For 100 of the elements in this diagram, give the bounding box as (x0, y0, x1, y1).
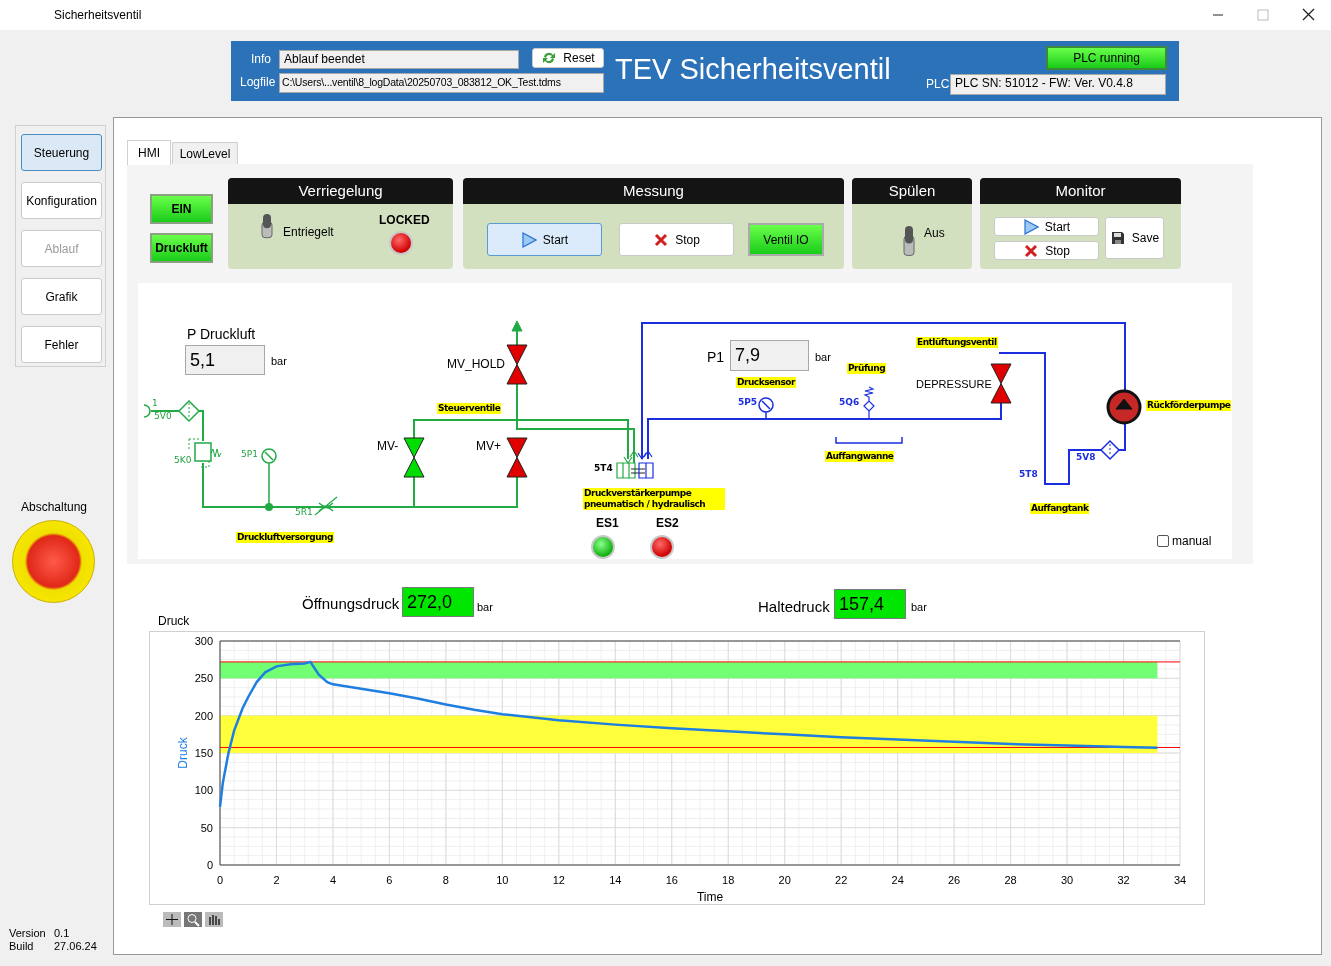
control-panel (980, 178, 1181, 269)
axis-tick-label: 200 (194, 709, 213, 722)
save-button: Save (1105, 217, 1164, 259)
version-label: 27.06.24 (54, 940, 97, 952)
tab: LowLevel (172, 142, 238, 164)
component-tag: 5R1 (295, 507, 313, 517)
unit-label: bar (815, 351, 831, 363)
indicator-light (389, 231, 413, 255)
unit-label: bar (911, 601, 927, 613)
axis-tick-label: 6 (386, 874, 393, 886)
reset-button: Reset (532, 48, 604, 68)
schematic-panel (138, 283, 1232, 559)
tab: HMI (127, 140, 171, 165)
axis-tick-label: 24 (891, 874, 904, 886)
value-field: 5,1 (185, 345, 265, 375)
toggle-switch (259, 213, 275, 239)
component-tag: 5P5 (738, 397, 758, 407)
component-tag: 1 (152, 398, 158, 408)
field-label: LOCKED (379, 213, 430, 227)
field-label: ES2 (656, 516, 679, 530)
status-indicator: Ventil IO (748, 223, 824, 256)
window-title: Sicherheitsventil (54, 8, 142, 22)
info-field: Ablauf beendet (279, 50, 519, 69)
component-caption: Auffangtank (1030, 503, 1090, 514)
status-indicator: PLC running (1046, 46, 1167, 70)
field-label: PLC (926, 77, 950, 91)
logfile-field: C:\Users\...ventil\8_logData\20250703_083812_OK_Test.tdms (279, 73, 604, 93)
axis-tick-label: 26 (948, 874, 961, 886)
axis-tick-label: 20 (778, 874, 791, 886)
nav-panel (15, 125, 106, 367)
axis-tick-label: 50 (200, 821, 213, 834)
component-caption: Prüfung (847, 363, 887, 374)
component-label: MV- (377, 439, 399, 453)
panel-header: Monitor (980, 178, 1181, 204)
indicator-light (650, 535, 674, 559)
app-title: TEV Sicherheitsventil (615, 53, 891, 86)
axis-tick-label: 30 (1060, 874, 1074, 886)
axis-tick-label: 150 (194, 747, 213, 759)
axis-tick-label: 14 (609, 874, 622, 886)
component-tag: 5V0 (154, 411, 172, 421)
component-caption: Druckluftversorgung (236, 532, 334, 543)
component-label: MV_HOLD (447, 357, 505, 371)
component-caption: Rückförderpumpe (1146, 400, 1232, 411)
component-tag: 5P1 (241, 449, 258, 459)
field-label: Haltedruck (758, 598, 830, 615)
component-tag: 5K0 (174, 455, 192, 465)
component-caption: Auffangwanne (825, 451, 895, 462)
axis-tick-label: 2 (273, 874, 280, 886)
panel-header: Spülen (852, 178, 972, 204)
toggle-button: Druckluft (150, 233, 213, 263)
axis-tick-label: 22 (835, 874, 848, 886)
toggle-button: EIN (150, 194, 213, 224)
value-field: 7,9 (730, 340, 809, 371)
value-field: 272,0 (402, 587, 474, 617)
version-label: Version (9, 927, 46, 939)
axis-tick-label: 34 (1173, 874, 1187, 886)
field-label: P Druckluft (187, 326, 256, 342)
panel-header: Verriegelung (228, 178, 453, 204)
component-caption: Drucksensor (736, 377, 796, 388)
axis-title: Druck (176, 737, 190, 769)
start-button: Start (994, 217, 1099, 236)
toggle-switch (901, 225, 917, 257)
checkbox (1157, 535, 1169, 547)
unit-label: bar (477, 601, 493, 613)
nav-button: Konfiguration (21, 182, 102, 219)
axis-tick-label: 4 (329, 874, 336, 886)
axis-tick-label: 8 (442, 874, 449, 886)
axis-tick-label: 300 (194, 635, 213, 647)
component-caption: Steuerventile (437, 403, 502, 414)
axis-tick-label: 0 (216, 874, 224, 886)
stop-button: Stop (994, 241, 1099, 260)
component-caption: Entlüftungsventil (916, 337, 998, 348)
axis-tick-label: 16 (665, 874, 678, 886)
field-label: P1 (707, 349, 725, 365)
nav-button: Fehler (21, 326, 102, 363)
stop-button: Stop (619, 223, 734, 256)
nav-button: Grafik (21, 278, 102, 315)
axis-title: Time (696, 890, 724, 904)
control-panel (463, 178, 844, 269)
field-label: ES1 (596, 516, 619, 530)
axis-tick-label: 18 (722, 874, 735, 886)
version-label: Build (9, 940, 34, 952)
field-label: Öffnungsdruck (302, 595, 400, 612)
panel-header: Messung (463, 178, 844, 204)
indicator-light (591, 535, 615, 559)
field-label: Info (251, 52, 271, 66)
version-label: 0.1 (54, 927, 70, 939)
start-button: Start (487, 223, 602, 256)
control-panel (228, 178, 453, 269)
header-bar (231, 41, 1179, 101)
component-tag: 5T4 (594, 463, 613, 473)
checkbox-label: manual (1172, 534, 1212, 548)
component-tag: 5V8 (1076, 452, 1096, 462)
component-tag: 5Q6 (839, 397, 860, 407)
component-caption: Druckverstärkerpumpe pneumatisch / hydraulisch (583, 488, 725, 510)
field-label: Aus (924, 226, 945, 240)
component-label: DEPRESSURE (916, 378, 992, 390)
chart-title: Druck (158, 614, 190, 628)
value-field: 157,4 (834, 589, 906, 619)
field-label: Entriegelt (283, 225, 334, 239)
